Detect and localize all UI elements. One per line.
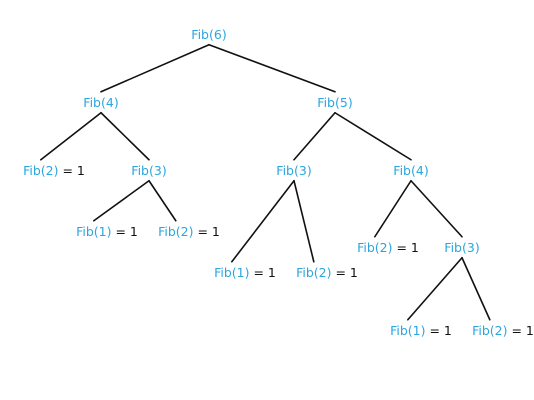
node-fib5: Fib(5)	[317, 94, 353, 110]
node-function-label: Fib(1)	[214, 264, 250, 280]
edge-n4-n5	[93, 179, 150, 222]
edge-n1-n3	[40, 111, 102, 161]
node-fib3: Fib(3)	[444, 239, 480, 255]
node-function-label: Fib(2)	[296, 264, 332, 280]
edge-n12-n13	[407, 256, 463, 321]
edge-n7-n9	[231, 179, 295, 263]
edge-n8-n11	[374, 179, 412, 238]
node-function-label: Fib(1)	[390, 322, 426, 338]
node-fib4-left: Fib(4)	[83, 94, 119, 110]
node-function-label: Fib(2)	[472, 322, 508, 338]
node-fib4-right: Fib(4)	[393, 162, 429, 178]
edge-n0-n2	[208, 43, 336, 93]
node-fib6: Fib(6)	[191, 26, 227, 42]
edge-n12-n14	[461, 256, 491, 321]
node-value-label: = 1	[392, 239, 419, 255]
edge-n8-n12	[410, 179, 463, 238]
node-function-label: Fib(4)	[393, 162, 429, 178]
leaf-fib2: Fib(2) = 1	[296, 264, 358, 280]
edge-n7-n10	[293, 179, 315, 263]
edge-n2-n7	[293, 111, 336, 161]
edge-n1-n4	[100, 111, 150, 161]
leaf-fib2: Fib(2) = 1	[23, 162, 85, 178]
node-function-label: Fib(3)	[444, 239, 480, 255]
node-value-label: = 1	[58, 162, 85, 178]
edge-n0-n1	[100, 43, 210, 93]
node-function-label: Fib(3)	[131, 162, 167, 178]
node-value-label: = 1	[507, 322, 534, 338]
leaf-fib2: Fib(2) = 1	[158, 223, 220, 239]
node-value-label: = 1	[249, 264, 276, 280]
node-value-label: = 1	[425, 322, 452, 338]
leaf-fib1: Fib(1) = 1	[390, 322, 452, 338]
node-value-label: = 1	[111, 223, 138, 239]
edge-n2-n8	[334, 111, 412, 161]
node-function-label: Fib(5)	[317, 94, 353, 110]
node-fib3: Fib(3)	[131, 162, 167, 178]
node-function-label: Fib(1)	[76, 223, 112, 239]
edge-n4-n6	[148, 179, 177, 222]
node-function-label: Fib(2)	[158, 223, 194, 239]
leaf-fib1: Fib(1) = 1	[76, 223, 138, 239]
leaf-fib1: Fib(1) = 1	[214, 264, 276, 280]
node-value-label: = 1	[193, 223, 220, 239]
node-function-label: Fib(4)	[83, 94, 119, 110]
node-value-label: = 1	[331, 264, 358, 280]
node-function-label: Fib(3)	[276, 162, 312, 178]
node-function-label: Fib(6)	[191, 26, 227, 42]
node-function-label: Fib(2)	[23, 162, 59, 178]
node-function-label: Fib(2)	[357, 239, 393, 255]
node-fib3: Fib(3)	[276, 162, 312, 178]
leaf-fib2: Fib(2) = 1	[357, 239, 419, 255]
leaf-fib2: Fib(2) = 1	[472, 322, 534, 338]
